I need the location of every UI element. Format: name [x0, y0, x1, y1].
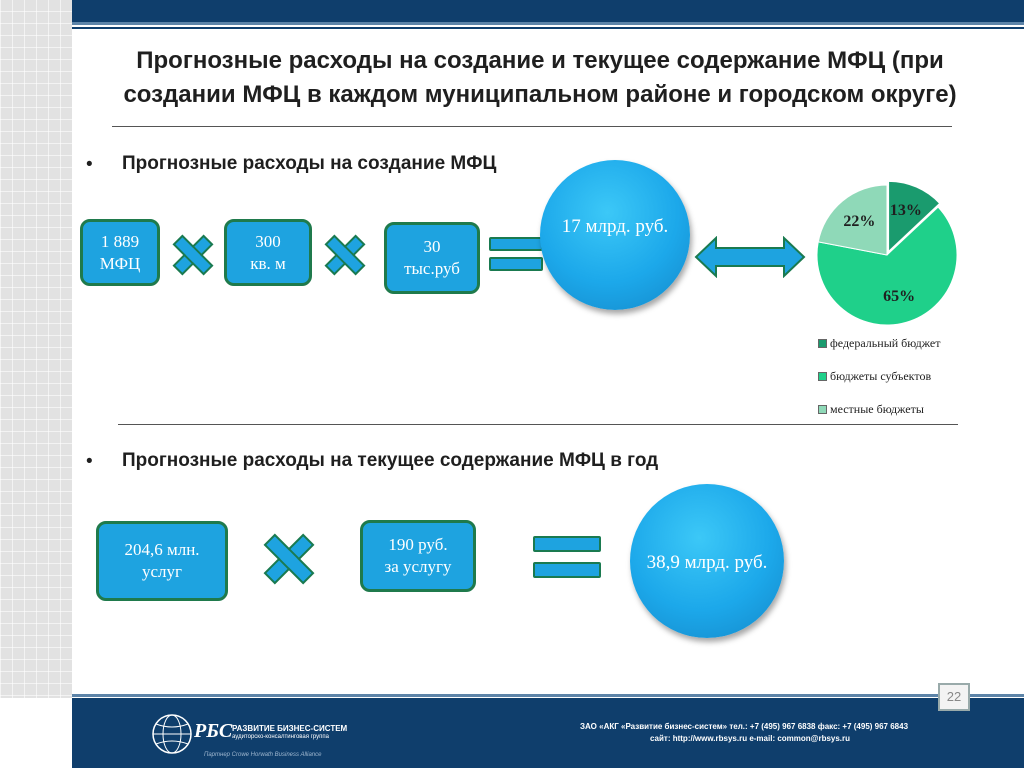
section-divider [118, 424, 958, 425]
legend-label: местные бюджеты [830, 402, 924, 416]
creation-total-circle: 17 млрд. руб. [540, 160, 690, 310]
pie-legend: федеральный бюджет бюджеты субъектов местн… [818, 336, 940, 435]
pie-slice-label: 13% [889, 202, 922, 220]
equals-icon [533, 536, 601, 578]
area-box: 300 кв. м [224, 219, 312, 286]
bullet-2: • [86, 451, 93, 472]
cost-per-sqm-box: 30 тыс.руб [384, 222, 480, 294]
services-count-unit: услуг [141, 562, 182, 581]
footer-top-line [72, 694, 1024, 697]
legend-swatch [818, 372, 827, 381]
footer-company-line: ЗАО «АКГ «Развитие бизнес-систем» тел.: … [580, 722, 909, 731]
services-count-value: 204,6 млн. [124, 540, 200, 559]
section1-heading: Прогнозные расходы на создание МФЦ [122, 153, 497, 174]
creation-total-value: 17 млрд. руб. [561, 216, 669, 237]
footer-site-line: сайт: http://www.rbsys.ru e-mail: common… [650, 734, 851, 743]
pie-label-layer: 13% 65% 22% [812, 180, 962, 330]
pie-slice [888, 180, 941, 253]
cost-per-sqm-value: 30 [423, 237, 441, 256]
logo-name-text: РАЗВИТИЕ БИЗНЕС-СИСТЕМ [232, 724, 348, 733]
equals-icon [489, 237, 543, 271]
slide-title: Прогнозные расходы на создание и текущее… [80, 44, 1000, 112]
pie-slice-label: 65% [883, 287, 916, 305]
section2-heading: Прогнозные расходы на текущее содержание… [122, 450, 659, 471]
area-value: 300 [255, 231, 281, 251]
legend-swatch [818, 405, 827, 414]
left-decor-strip [0, 0, 72, 698]
top-header-bar [72, 0, 1024, 25]
slide-title-line1: Прогнозные расходы на создание и текущее… [136, 47, 944, 74]
multiply-icon [263, 533, 315, 585]
cost-per-service-box: 190 руб. за услугу [360, 520, 476, 592]
pie-slice-label: 22% [843, 212, 876, 230]
budget-pie-chart [816, 180, 958, 326]
maintenance-total-value: 38,9 млрд. руб. [646, 552, 768, 573]
slide-title-line2: создании МФЦ в каждом муниципальном райо… [123, 81, 957, 108]
double-arrow-icon [694, 236, 806, 278]
footer-bar: РБС РАЗВИТИЕ БИЗНЕС-СИСТЕМ аудиторско-ко… [72, 698, 1024, 768]
legend-item: федеральный бюджет [818, 336, 940, 351]
cost-per-sqm-unit: тыс.руб [404, 259, 460, 278]
cost-per-service-value: 190 руб. [388, 535, 448, 554]
globe-logo-icon [152, 714, 192, 754]
top-header-line [72, 27, 1024, 29]
pie-slice [817, 184, 888, 256]
page-number: 22 [938, 683, 970, 711]
services-count-box: 204,6 млн. услуг [96, 521, 228, 601]
logo-sub-text: аудиторско-консалтинговая группа [232, 734, 329, 740]
maintenance-total-circle: 38,9 млрд. руб. [630, 484, 784, 638]
legend-label: бюджеты субъектов [830, 369, 932, 383]
logo-main-text: РБС [194, 720, 233, 742]
mfc-count-value: 1 889 [100, 231, 140, 251]
legend-item: бюджеты субъектов [818, 369, 940, 384]
legend-swatch [818, 339, 827, 348]
multiply-icon [324, 234, 366, 276]
mfc-count-unit: МФЦ [99, 253, 141, 273]
legend-label: федеральный бюджет [830, 336, 941, 350]
pie-slice [816, 206, 958, 326]
area-unit: кв. м [250, 253, 286, 273]
title-divider [112, 126, 952, 127]
multiply-icon [172, 234, 214, 276]
cost-per-service-unit: за услугу [384, 557, 452, 576]
bullet-1: • [86, 154, 93, 175]
legend-item: местные бюджеты [818, 402, 940, 417]
logo-partner-text: Партнер Crowe Horwath Business Alliance [204, 752, 322, 758]
mfc-count-box: 1 889 МФЦ [80, 219, 160, 286]
